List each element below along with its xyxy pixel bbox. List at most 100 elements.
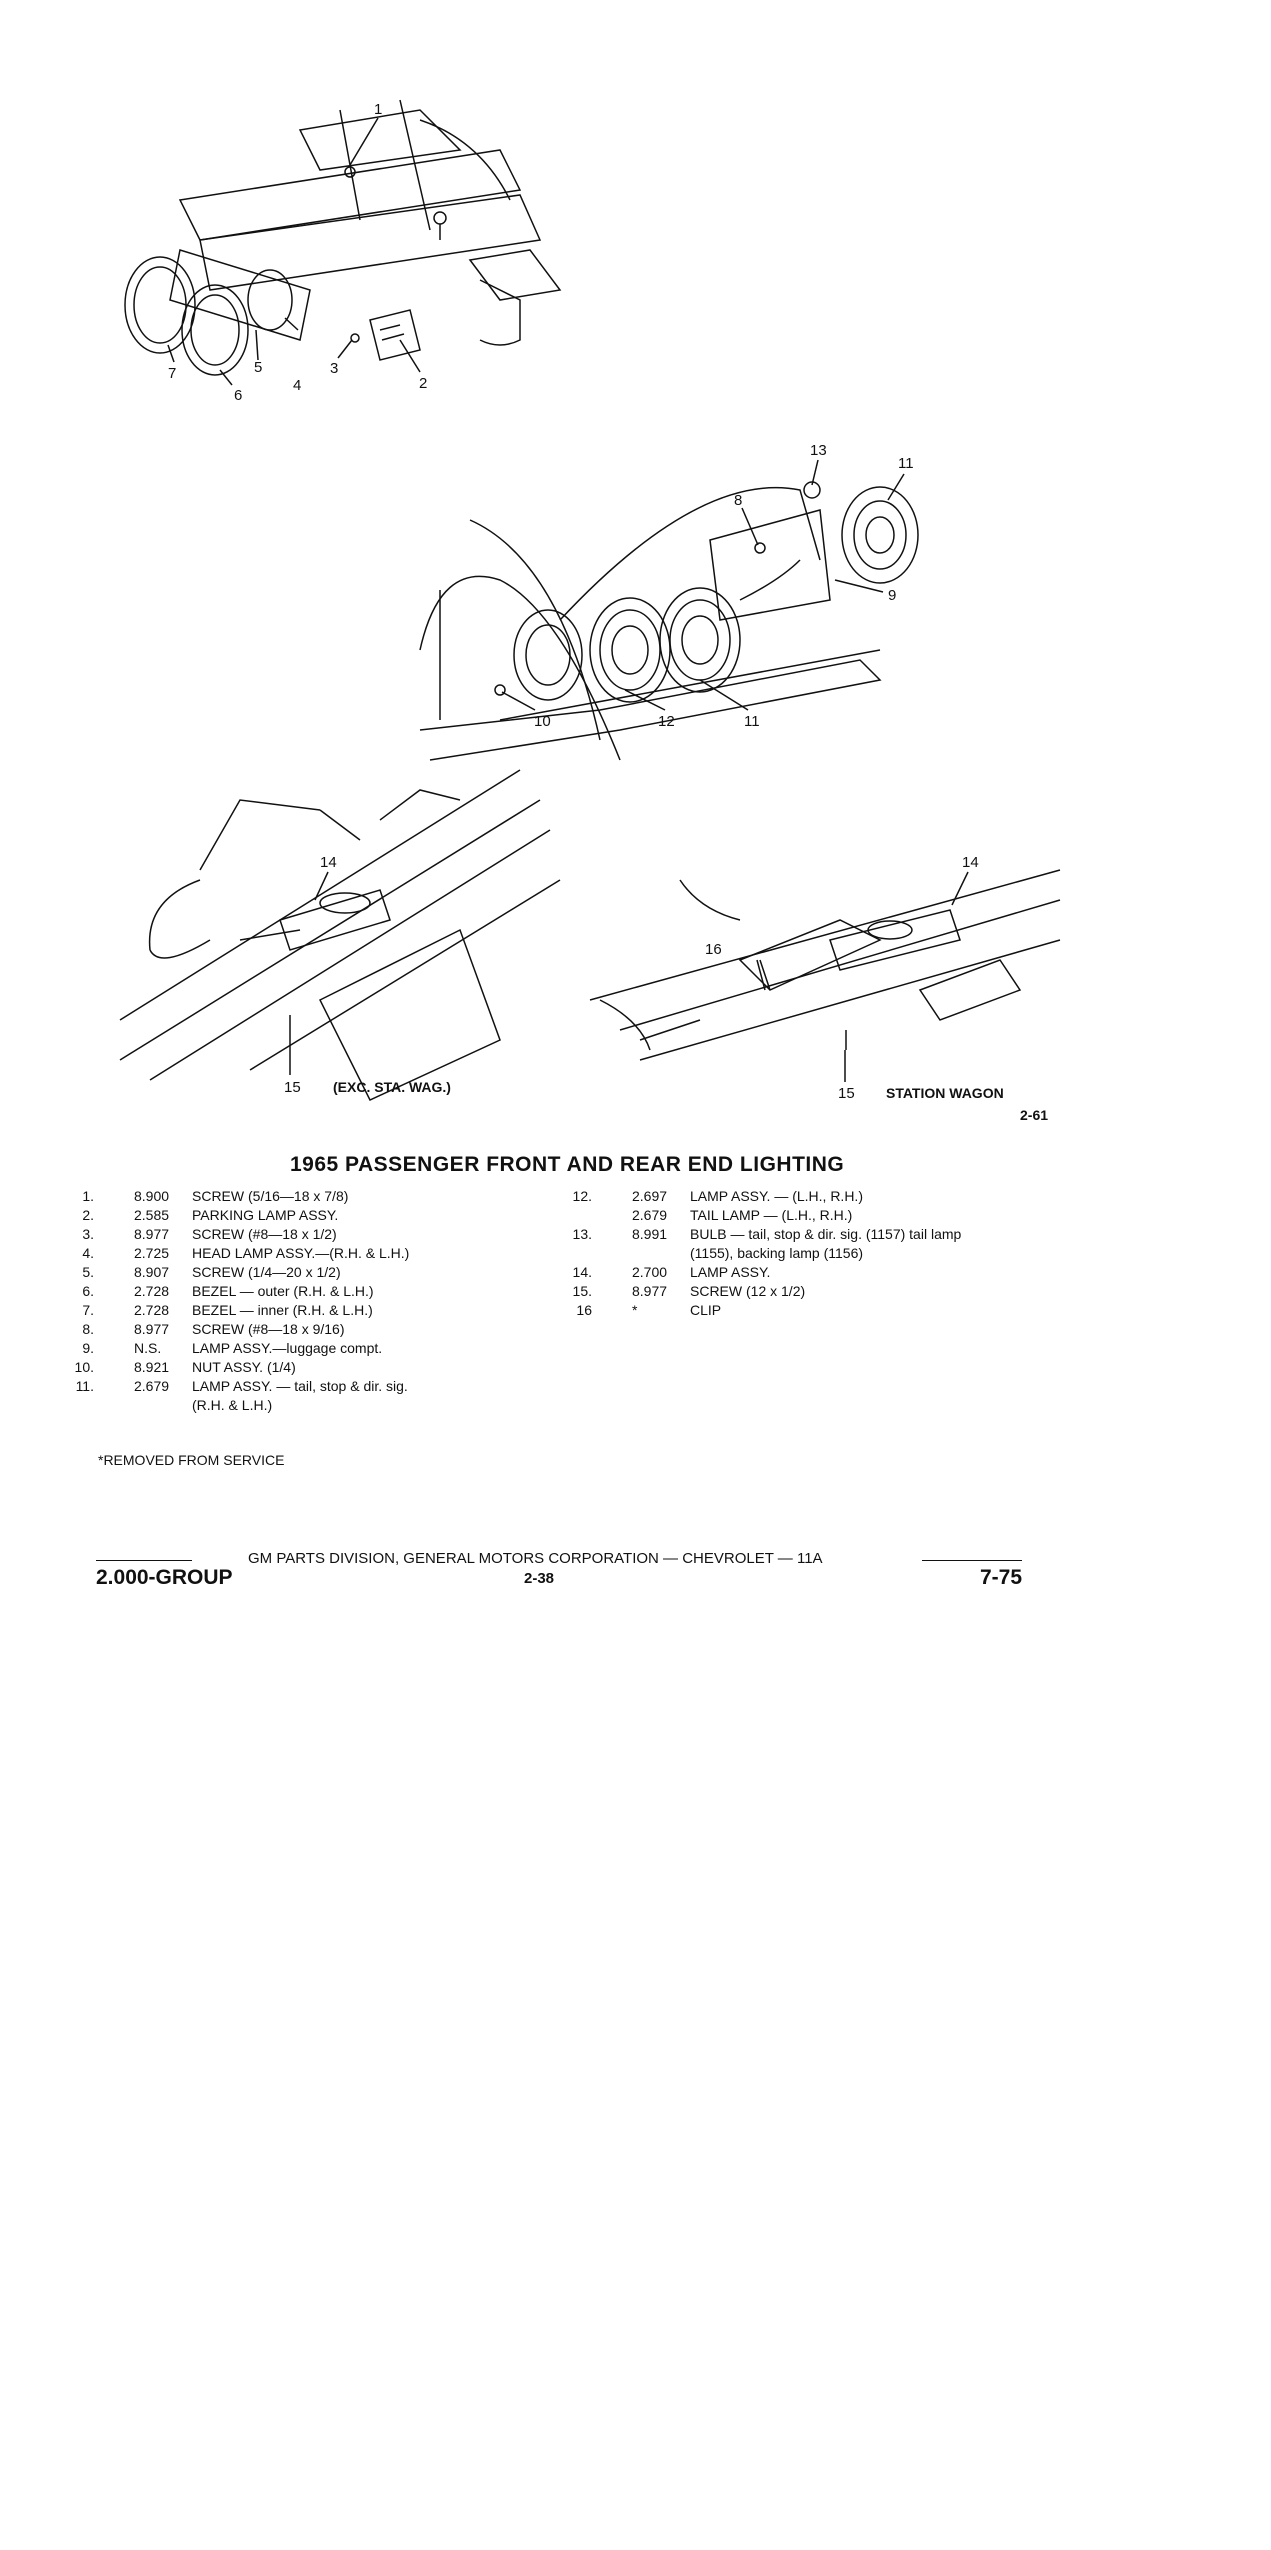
part-group: N.S. <box>134 1340 162 1356</box>
part-description: PARKING LAMP ASSY. <box>192 1207 339 1223</box>
part-group: 8.977 <box>134 1321 170 1337</box>
part-group: 2.728 <box>134 1302 170 1318</box>
footer-page-number: 2-38 <box>524 1570 555 1587</box>
part-number: 4. <box>82 1245 94 1261</box>
part-description: (1155), backing lamp (1156) <box>690 1245 864 1261</box>
part-number: 3. <box>82 1226 94 1242</box>
part-description: SCREW (#8—18 x 1/2) <box>192 1226 337 1242</box>
part-description: SCREW (1/4—20 x 1/2) <box>192 1264 341 1280</box>
part-group: 8.991 <box>632 1226 668 1242</box>
parts-list-row: 6. 2.728 BEZEL — outer (R.H. & L.H.) <box>50 1282 409 1301</box>
part-number: 5. <box>82 1264 94 1280</box>
page-title: 1965 PASSENGER FRONT AND REAR END LIGHTI… <box>290 1153 845 1176</box>
parts-list-row: 3. 8.977 SCREW (#8—18 x 1/2) <box>50 1225 409 1244</box>
part-description: NUT ASSY. (1/4) <box>192 1359 296 1375</box>
callout-10: 10 <box>534 713 551 730</box>
part-description: LAMP ASSY.—luggage compt. <box>192 1340 383 1356</box>
callout-14-b: 14 <box>962 854 979 871</box>
part-description: HEAD LAMP ASSY.—(R.H. & L.H.) <box>192 1245 410 1261</box>
part-group: 2.700 <box>632 1264 668 1280</box>
footer-date: 7-75 <box>980 1566 1023 1589</box>
caption-exc-sta-wag: (EXC. STA. WAG.) <box>333 1079 451 1095</box>
part-number: 13. <box>572 1226 592 1242</box>
exploded-view-illustration: 1 2 3 4 5 6 7 13 11 8 9 10 12 11 14 15 1… <box>119 99 1061 1123</box>
callout-labels-front: 1 2 3 4 5 6 7 <box>168 101 427 404</box>
part-description: LAMP ASSY. — (L.H., R.H.) <box>690 1188 863 1204</box>
part-number: 16 <box>576 1302 592 1318</box>
part-description: CLIP <box>690 1302 722 1318</box>
parts-list-row: 2.679 TAIL LAMP — (L.H., R.H.) <box>548 1206 961 1225</box>
rear-lighting-diagram <box>419 481 919 761</box>
part-description: SCREW (#8—18 x 9/16) <box>192 1321 345 1337</box>
callout-4: 4 <box>293 377 301 394</box>
callout-11-a: 11 <box>898 455 914 472</box>
part-group: 2.679 <box>134 1378 170 1394</box>
part-group: 2.679 <box>632 1207 668 1223</box>
callout-labels-lower: 14 15 14 16 15 <box>284 854 979 1102</box>
parts-list-row: 9. N.S. LAMP ASSY.—luggage compt. <box>50 1339 409 1358</box>
footnote: *REMOVED FROM SERVICE <box>98 1452 285 1468</box>
parts-list-row: (1155), backing lamp (1156) <box>548 1244 961 1263</box>
callout-16: 16 <box>705 941 722 958</box>
callout-1: 1 <box>374 101 382 118</box>
rear-license-lamp-diagram <box>119 769 561 1101</box>
parts-list-row: 7. 2.728 BEZEL — inner (R.H. & L.H.) <box>50 1301 409 1320</box>
part-number <box>50 1396 94 1415</box>
callout-9: 9 <box>888 587 896 604</box>
part-group: 2.728 <box>134 1283 170 1299</box>
part-description: TAIL LAMP — (L.H., R.H.) <box>690 1207 853 1223</box>
part-group: 8.900 <box>134 1188 170 1204</box>
part-number: 9. <box>82 1340 94 1356</box>
part-description: (R.H. & L.H.) <box>192 1397 273 1413</box>
parts-list-row: 5. 8.907 SCREW (1/4—20 x 1/2) <box>50 1263 409 1282</box>
part-number: 6. <box>82 1283 94 1299</box>
callout-15-a: 15 <box>284 1079 301 1096</box>
part-description: BEZEL — outer (R.H. & L.H.) <box>192 1283 374 1299</box>
footer-rule-left <box>96 1560 192 1561</box>
figure-number: 2-61 <box>1020 1107 1048 1123</box>
part-group: 8.977 <box>134 1226 170 1242</box>
callout-15-b: 15 <box>838 1085 855 1102</box>
part-group <box>592 1244 690 1263</box>
part-number: 7. <box>82 1302 94 1318</box>
callout-7: 7 <box>168 365 176 382</box>
part-description: LAMP ASSY. — tail, stop & dir. sig. <box>192 1378 408 1394</box>
callout-labels-rear: 13 11 8 9 10 12 11 <box>534 442 914 730</box>
part-description: BULB — tail, stop & dir. sig. (1157) tai… <box>690 1226 962 1242</box>
part-group: 8.977 <box>632 1283 668 1299</box>
part-number: 12. <box>572 1188 592 1204</box>
part-description: BEZEL — inner (R.H. & L.H.) <box>192 1302 373 1318</box>
part-group: 2.697 <box>632 1188 668 1204</box>
callout-14-a: 14 <box>320 854 337 871</box>
part-number: 15. <box>572 1283 592 1299</box>
callout-12: 12 <box>658 713 675 730</box>
parts-list-row: 16 * CLIP <box>548 1301 961 1320</box>
part-group: * <box>632 1302 638 1318</box>
callout-11-b: 11 <box>744 713 760 730</box>
footer-publisher-line: GM PARTS DIVISION, GENERAL MOTORS CORPOR… <box>248 1550 823 1567</box>
part-description: SCREW (12 x 1/2) <box>690 1283 806 1299</box>
callout-8: 8 <box>734 492 742 509</box>
part-number: 2. <box>82 1207 94 1223</box>
part-number: 1. <box>82 1188 94 1204</box>
part-number: 14. <box>572 1264 592 1280</box>
callout-13: 13 <box>810 442 827 459</box>
station-wagon-license-lamp-diagram <box>589 869 1061 1061</box>
parts-list-row: 12. 2.697 LAMP ASSY. — (L.H., R.H.) <box>548 1187 961 1206</box>
part-group: 8.907 <box>134 1264 170 1280</box>
callout-3: 3 <box>330 360 338 377</box>
front-lighting-diagram <box>124 99 562 376</box>
part-number <box>548 1206 592 1225</box>
callout-2: 2 <box>419 375 427 392</box>
parts-list-row: 15. 8.977 SCREW (12 x 1/2) <box>548 1282 961 1301</box>
part-group: 8.921 <box>134 1359 170 1375</box>
callout-6: 6 <box>234 387 242 404</box>
callout-5: 5 <box>254 359 262 376</box>
